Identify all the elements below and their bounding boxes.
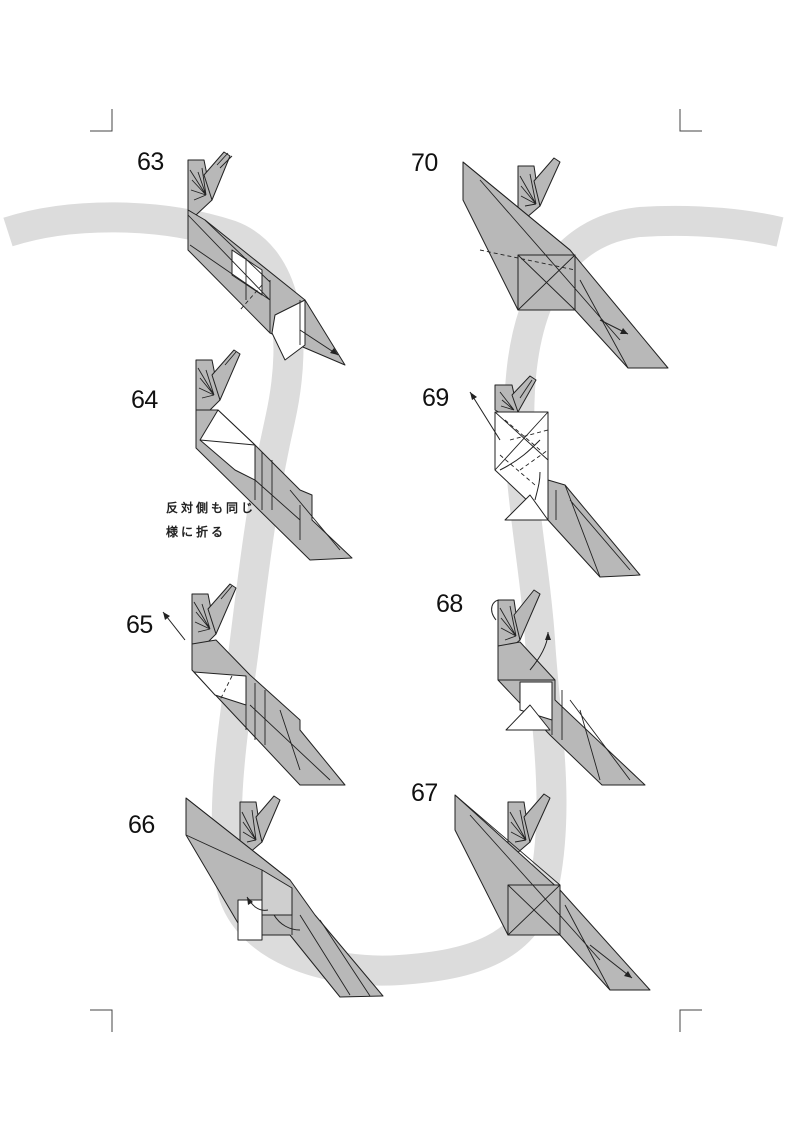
- step-number-65: 65: [126, 611, 153, 639]
- fan-head-68: [497, 589, 541, 653]
- note-line-1: 反対側も同じ: [166, 501, 257, 515]
- fan-head-65: [191, 583, 237, 650]
- fan-head-69: [494, 375, 537, 416]
- step-number-68: 68: [436, 590, 463, 618]
- step-number-66: 66: [128, 811, 155, 839]
- fan-head-66: [239, 795, 281, 855]
- step-number-69: 69: [422, 384, 449, 412]
- fan-head-70: [517, 157, 561, 219]
- note-line-2: 様に折る: [166, 525, 227, 539]
- fan-head-67: [507, 793, 551, 855]
- fan-head-64: [195, 349, 241, 416]
- fan-head-63: [187, 151, 233, 216]
- step-number-67: 67: [411, 779, 438, 807]
- step-number-64: 64: [131, 386, 158, 414]
- step64-instruction-note: 反対側も同じ 様に折る: [166, 496, 256, 544]
- step-number-70: 70: [411, 149, 438, 177]
- step-number-63: 63: [137, 148, 164, 176]
